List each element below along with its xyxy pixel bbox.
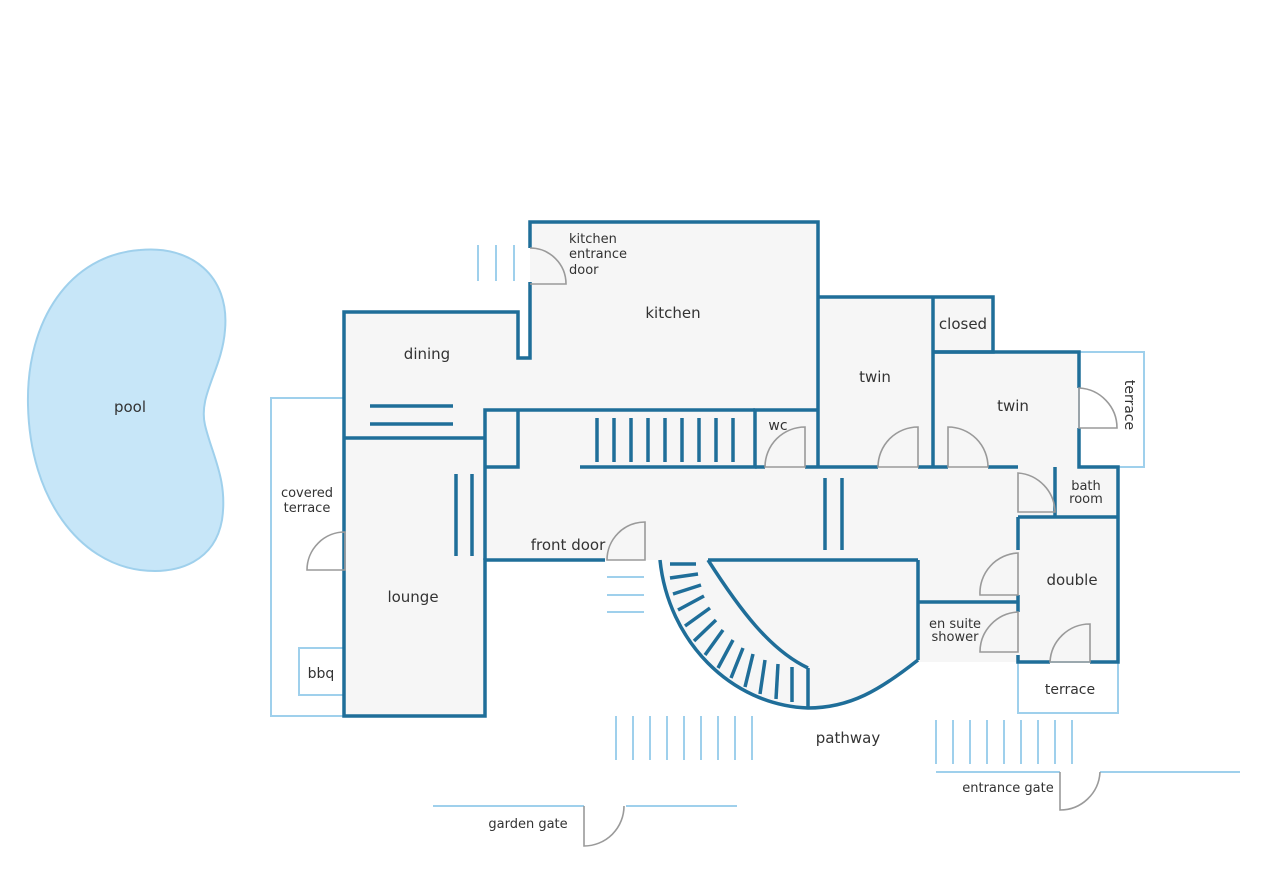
label-entrance-gate: entrance gate [962,781,1053,796]
label-closed: closed [939,315,987,333]
label-double: double [1046,571,1097,589]
label-terrace-side: terrace [1121,380,1137,430]
label-pool: pool [114,398,146,416]
interior-stairs [370,404,844,702]
label-front-door: front door [531,536,606,554]
label-kitchen-entrance-door-1: kitchen [569,232,617,247]
label-twin-2: twin [997,397,1029,415]
label-en-suite-1: en suite [929,617,981,632]
floor-fills [344,222,1118,716]
label-covered-terrace-2: terrace [284,501,331,516]
exterior-steps [477,245,1073,764]
walls [342,220,1120,718]
door-swings [306,247,1118,847]
label-pathway: pathway [816,729,881,747]
label-covered-terrace-1: covered [281,486,333,501]
pool-shape [26,248,227,572]
label-en-suite-2: shower [932,630,980,645]
label-kitchen: kitchen [645,304,700,322]
label-kitchen-entrance-door-3: door [569,263,599,278]
label-twin-1: twin [859,368,891,386]
label-bbq: bbq [308,666,335,682]
label-terrace-bottom: terrace [1045,682,1095,698]
label-dining: dining [404,345,450,363]
room-labels: pool kitchen entrance door kitchen dinin… [114,232,1137,832]
label-kitchen-entrance-door-2: entrance [569,247,627,262]
label-bath-room-2: room [1069,492,1103,507]
label-wc: wc [768,418,787,434]
label-lounge: lounge [387,588,438,606]
label-bath-room-1: bath [1071,479,1101,494]
label-garden-gate: garden gate [488,817,567,832]
